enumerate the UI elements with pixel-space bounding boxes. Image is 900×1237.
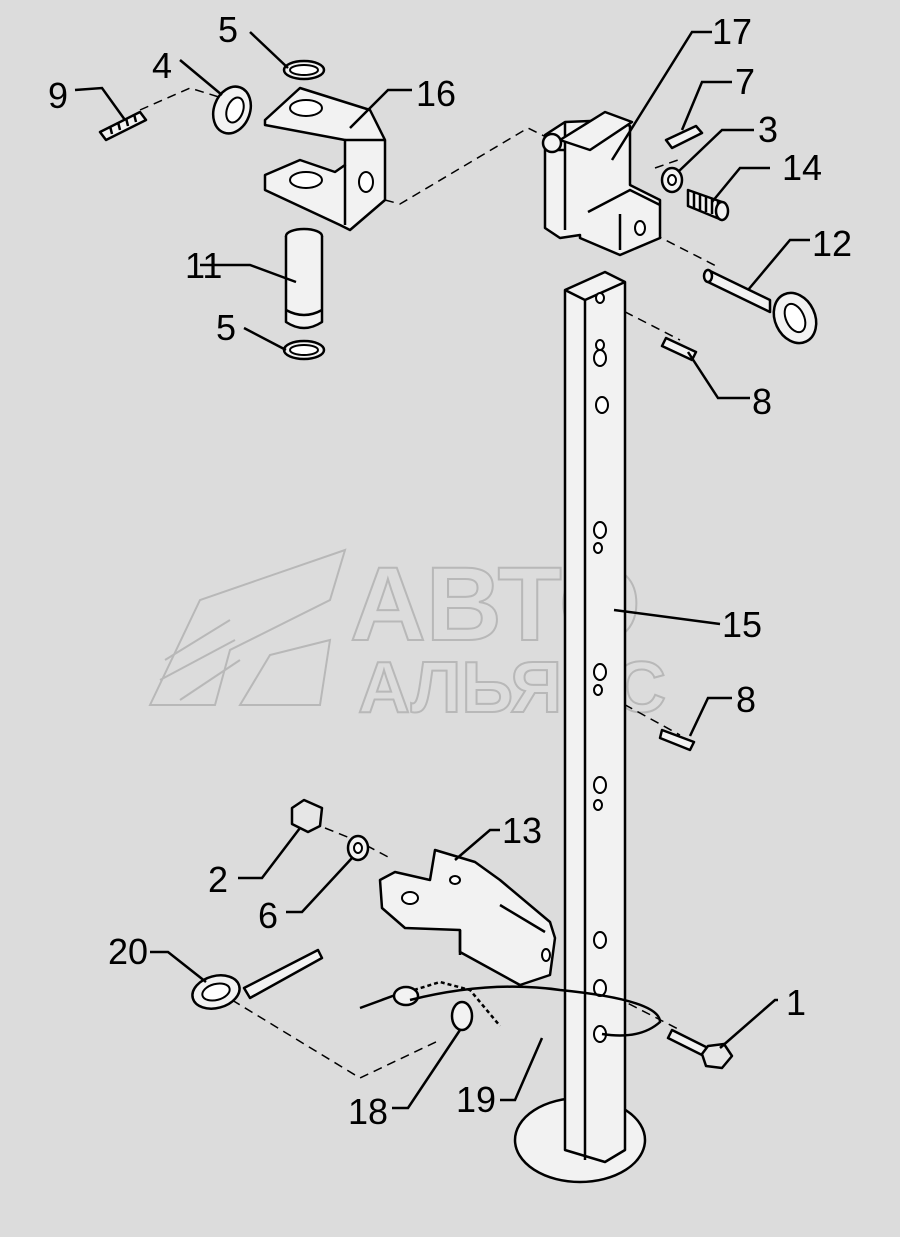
callout-5-bottom: 5 [216,307,236,348]
callout-numbers: 1 2 3 4 5 5 6 7 8 8 9 11 12 13 14 15 16 … [48,9,852,1132]
callout-18: 18 [348,1091,388,1132]
callout-1: 1 [786,982,806,1023]
callout-20: 20 [108,931,148,972]
lanyard-18 [359,980,501,1032]
callout-8-top: 8 [752,381,772,422]
handle-pin-12 [702,268,818,345]
callout-7: 7 [735,61,755,102]
callout-9: 9 [48,75,68,116]
callout-12: 12 [812,223,852,264]
screw-8-bottom [658,728,696,752]
callout-19: 19 [456,1079,496,1120]
cable-19 [409,985,662,1037]
callout-5-top: 5 [218,9,238,50]
callout-16: 16 [416,73,456,114]
callout-15: 15 [722,604,762,645]
screw-7 [664,124,704,150]
spring-14 [686,188,730,222]
head-bracket-17 [541,110,662,257]
pin-9 [98,110,148,142]
callout-13: 13 [502,810,542,851]
pin-20 [191,948,324,1010]
post-15 [513,270,647,1184]
callout-14: 14 [782,147,822,188]
callout-2: 2 [208,859,228,900]
nut-2 [290,798,324,834]
callout-4: 4 [152,45,172,86]
callout-6: 6 [258,895,278,936]
leader-lines [74,30,810,1110]
clamp-13 [378,848,557,987]
washer-4 [211,85,253,135]
callout-17: 17 [712,11,752,52]
callout-3: 3 [758,109,778,150]
callout-11: 11 [185,245,222,286]
pin-11 [284,227,324,330]
bolt-1 [666,1028,734,1070]
callout-8-bottom: 8 [736,679,756,720]
